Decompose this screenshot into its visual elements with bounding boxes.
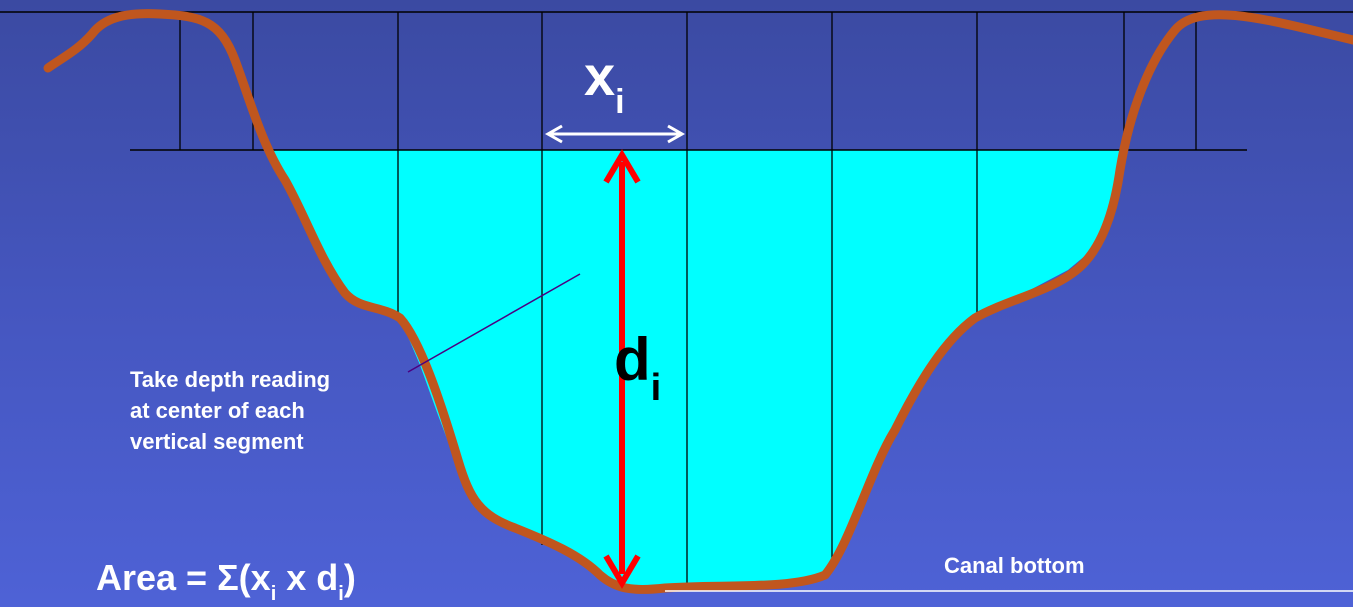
d-label-subscript: i [650,367,662,409]
d-label-base: d [614,326,651,393]
segment-width-label: xi [584,48,625,122]
area-formula: Area = Σ(xi x di) [96,557,356,606]
formula-suffix: ) [343,557,356,598]
x-label-base: x [584,44,616,107]
x-label-subscript: i [615,83,625,121]
depth-label: di [614,330,661,410]
canal-bank-outline [43,9,1353,594]
canal-bottom-label: Canal bottom [944,553,1085,578]
formula-prefix: Area = Σ(x [96,557,271,598]
note-line: at center of each [130,398,305,423]
note-line: Take depth reading [130,367,331,392]
vertical-segment-lines [179,12,1197,588]
formula-subscript-1: i [270,583,277,605]
note-pointer-line [407,273,581,373]
formula-middle: x d [276,557,339,598]
depth-reading-note: Take depth reading at center of each ver… [130,364,330,457]
formula-subscript-2: i [338,583,344,605]
water-area [268,150,1122,588]
width-arrow [544,124,686,144]
depth-arrow [603,149,641,589]
note-line: vertical segment [130,429,304,454]
